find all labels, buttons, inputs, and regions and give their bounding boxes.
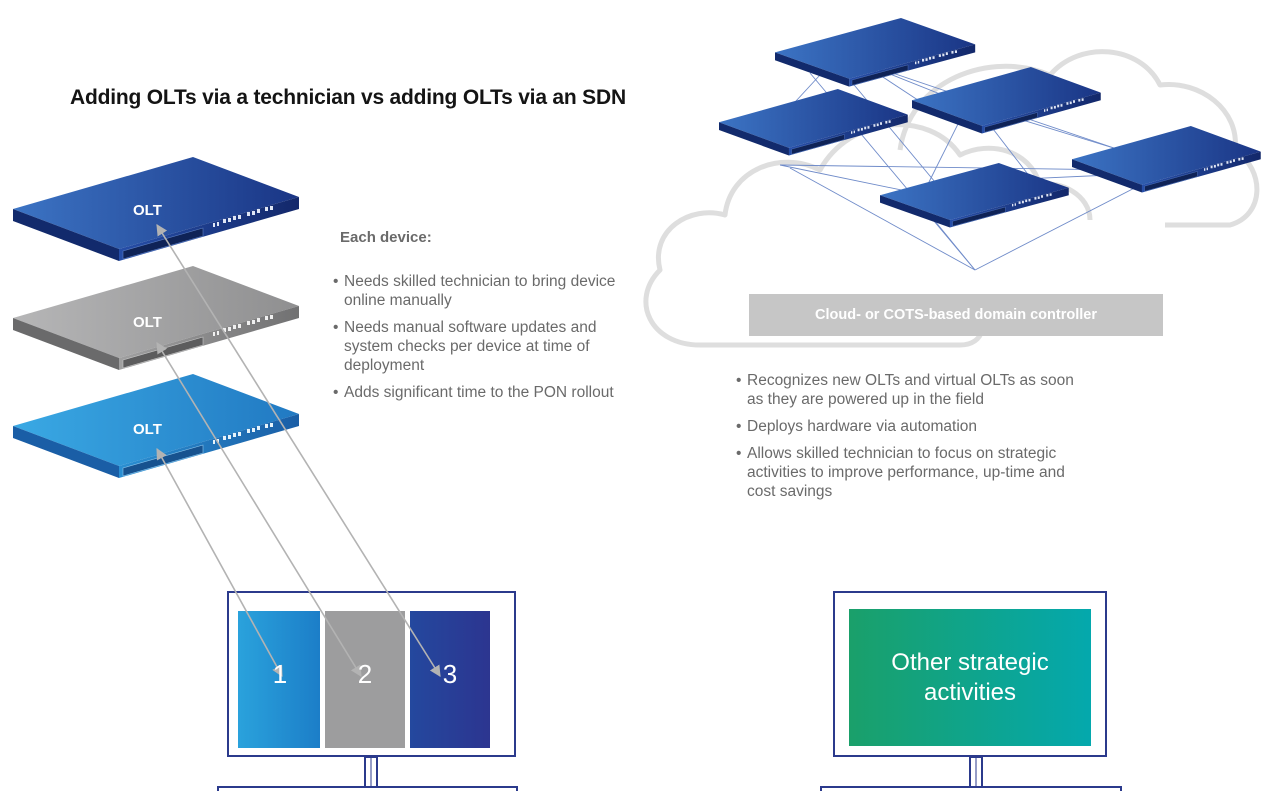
technician-bullet: Adds significant time to the PON rollout [333, 383, 634, 402]
olt-label-3: OLT [133, 421, 162, 438]
sdn-bullet: Allows skilled technician to focus on st… [736, 444, 1077, 501]
diagram-title: Adding OLTs via a technician vs adding O… [70, 86, 626, 109]
olt-label-2: OLT [133, 314, 162, 331]
sdn-bullet: Recognizes new OLTs and virtual OLTs as … [736, 371, 1077, 409]
technician-bullet: Needs manual software updates and system… [333, 318, 634, 375]
cloud-olt-5 [879, 162, 1070, 228]
each-device-heading: Each device: [340, 229, 432, 246]
sdn-bullets: Recognizes new OLTs and virtual OLTs as … [736, 371, 1077, 509]
panel-number-1: 1 [272, 659, 288, 689]
connection-arrows [156, 224, 441, 677]
olt-label-1: OLT [133, 202, 162, 219]
cloud-olt-1 [774, 17, 976, 87]
sdn-bullet: Deploys hardware via automation [736, 417, 1077, 436]
cloud-olt-2 [911, 66, 1102, 134]
panel-number-3: 3 [442, 659, 458, 689]
technician-bullet: Needs skilled technician to bring device… [333, 272, 634, 310]
monitor-left [217, 591, 518, 796]
domain-controller-label: Cloud- or COTS-based domain controller [749, 294, 1163, 336]
strategic-activities-panel: Other strategic activities [849, 609, 1091, 746]
panel-number-2: 2 [357, 659, 373, 689]
strategic-activities-text: Other strategic activities [891, 648, 1049, 706]
cloud-olt-3 [718, 88, 909, 156]
technician-bullets: Needs skilled technician to bring device… [333, 272, 634, 410]
monitor-right [820, 591, 1122, 796]
